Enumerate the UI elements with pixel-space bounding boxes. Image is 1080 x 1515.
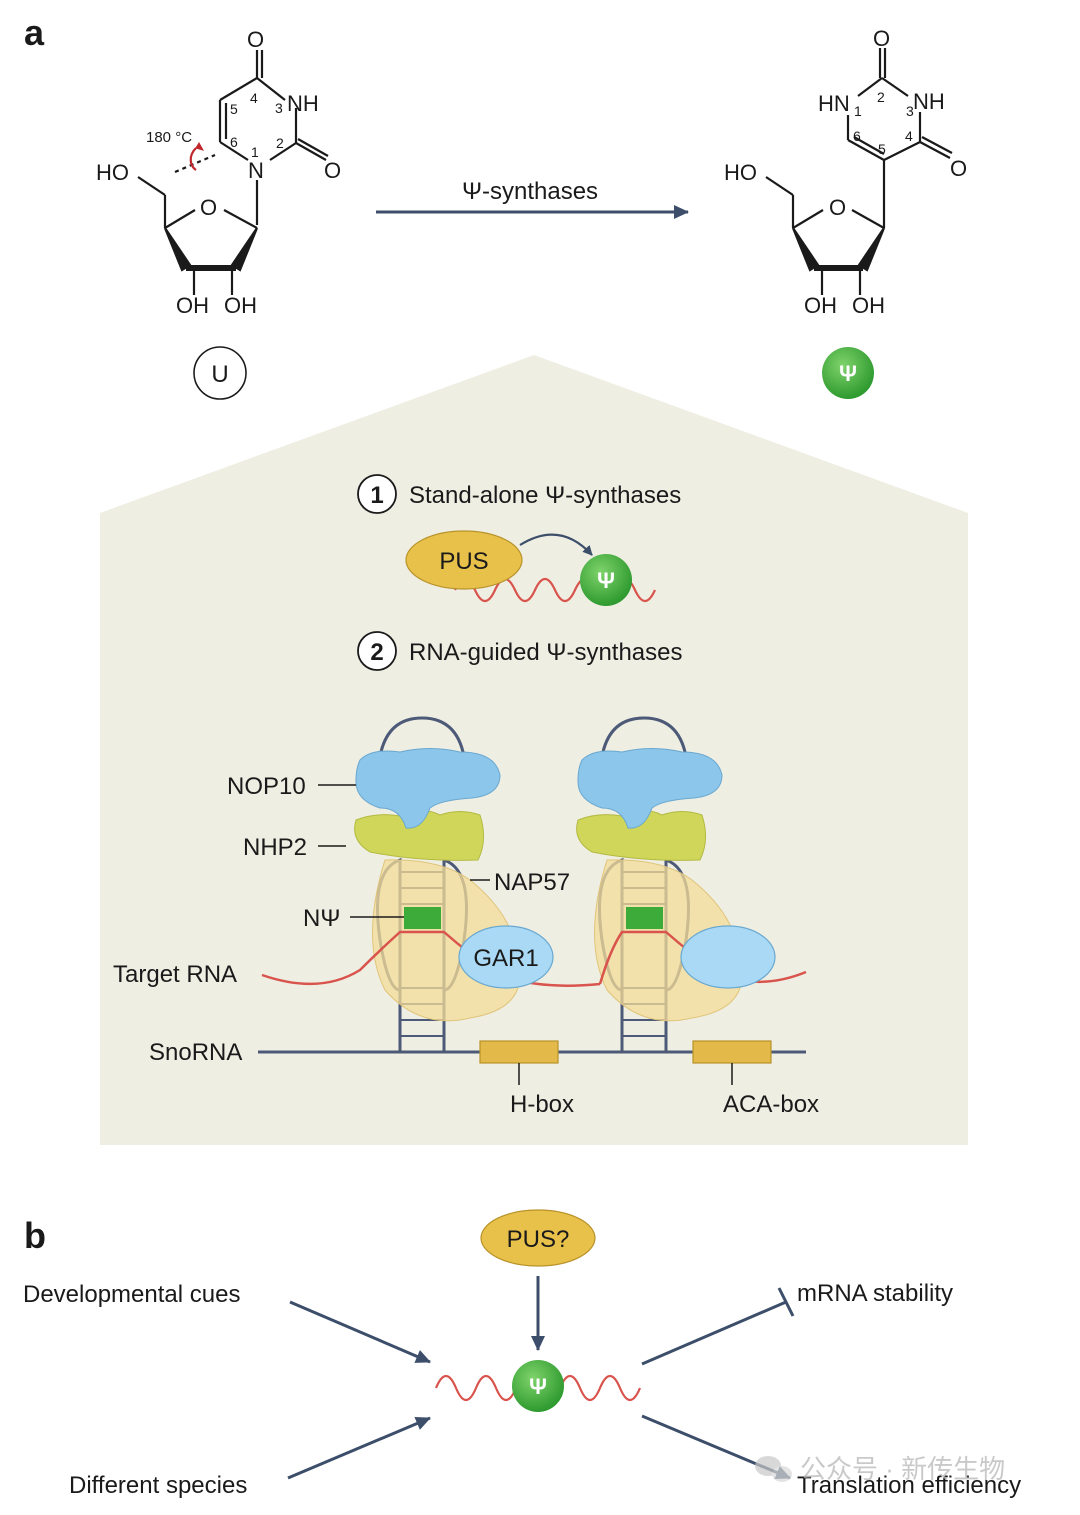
step2-number-badge: [357, 631, 397, 671]
nap57-label: NAP57: [494, 869, 570, 896]
step1-arrow: [519, 533, 593, 556]
step1-psi-label: Ψ: [597, 568, 615, 593]
aca-box: [692, 1040, 772, 1064]
psi-center-label: Ψ: [529, 1374, 547, 1399]
pseudouridine-oh-2: OH: [852, 293, 885, 318]
psi-center: [512, 1360, 564, 1412]
uridine-oh-1: OH: [176, 293, 209, 318]
pseudouridine-num-1: 1: [854, 103, 862, 119]
pseudouridine-ring-o: O: [829, 195, 846, 220]
uridine-oh-2: OH: [224, 293, 257, 318]
rotation-note: 180 °C: [146, 129, 192, 146]
different-species-label: Different species: [69, 1472, 247, 1499]
step1-number-badge: [357, 474, 397, 514]
mechanism-panel: [100, 355, 968, 1145]
npsi-label: NΨ: [303, 905, 340, 932]
step2-number: 2: [370, 639, 383, 666]
gar1-right: [680, 925, 776, 989]
uridine-structure: [137, 50, 329, 295]
pseudouridine-badge: [822, 347, 874, 399]
pseudouridine-o-top: O: [873, 26, 890, 51]
step1-pus-label: PUS: [439, 548, 488, 575]
pus-unknown-label: PUS?: [507, 1226, 570, 1253]
uridine-num-5: 5: [230, 101, 238, 117]
step1-pus-enzyme: [405, 530, 523, 590]
snorna-label: SnoRNA: [149, 1039, 242, 1066]
watermark-text: 公众号 · 新传生物: [800, 1454, 1005, 1484]
pseudouridine-num-2: 2: [877, 89, 885, 105]
pseudouridine-nh: NH: [913, 89, 945, 114]
inhibition-bar: [777, 1287, 795, 1317]
mrna-stability-label: mRNA stability: [797, 1280, 953, 1307]
uridine-num-1: 1: [251, 144, 259, 160]
different-species-arrow: [287, 1416, 431, 1480]
nop10-label: NOP10: [227, 773, 306, 800]
watermark: [755, 1456, 792, 1482]
uridine-ho: HO: [96, 160, 129, 185]
uridine-badge: [193, 346, 247, 400]
gar1-left: [458, 925, 554, 989]
uridine-num-3: 3: [275, 100, 283, 116]
pus-unknown-enzyme: [480, 1209, 596, 1267]
nop10-left: [355, 748, 501, 829]
pseudouridine-badge-label: Ψ: [839, 361, 857, 386]
pseudouridine-o-right: O: [950, 156, 967, 181]
pseudouridine-num-6: 6: [853, 128, 861, 144]
npsi-site-left: [404, 907, 441, 929]
uridine-o-top: O: [247, 27, 264, 52]
developmental-cues-arrow: [289, 1300, 431, 1364]
gar1-label: GAR1: [473, 945, 538, 972]
nop10-right: [577, 748, 723, 829]
mrna-stability-inhibition: [641, 1300, 787, 1366]
step1-psi: [580, 554, 632, 606]
uridine-num-2: 2: [276, 135, 284, 151]
h-box-label: H-box: [510, 1091, 574, 1118]
uridine-o-right: O: [324, 158, 341, 183]
step2-label: RNA-guided Ψ-synthases: [409, 639, 683, 666]
h-box: [479, 1040, 559, 1064]
uridine-ring-o: O: [200, 195, 217, 220]
panel-a-label: a: [24, 12, 45, 53]
pseudouridine-ho: HO: [724, 160, 757, 185]
pseudouridine-num-5: 5: [878, 141, 886, 157]
step1-label: Stand-alone Ψ-synthases: [409, 482, 681, 509]
pseudouridine-num-4: 4: [905, 128, 913, 144]
pseudouridine-oh-1: OH: [804, 293, 837, 318]
panel-b-label: b: [24, 1215, 46, 1256]
mrna-strand: [434, 1374, 642, 1402]
developmental-cues-label: Developmental cues: [23, 1281, 240, 1308]
uridine-nh: NH: [287, 91, 319, 116]
aca-box-label: ACA-box: [723, 1091, 819, 1118]
uridine-num-4: 4: [250, 90, 258, 106]
step1-number: 1: [370, 482, 383, 509]
translation-efficiency-label: Translation efficiency: [797, 1472, 1021, 1499]
uridine-badge-label: U: [211, 361, 228, 388]
uridine-n: N: [248, 158, 264, 183]
uridine-num-6: 6: [230, 134, 238, 150]
npsi-site-right: [626, 907, 663, 929]
target-rna-label: Target RNA: [113, 961, 237, 988]
pseudouridine-hn: HN: [818, 91, 850, 116]
reaction-arrow-label: Ψ-synthases: [462, 178, 598, 205]
pseudouridine-num-3: 3: [906, 103, 914, 119]
pseudouridine-structure: [765, 48, 953, 295]
nhp2-label: NHP2: [243, 834, 307, 861]
